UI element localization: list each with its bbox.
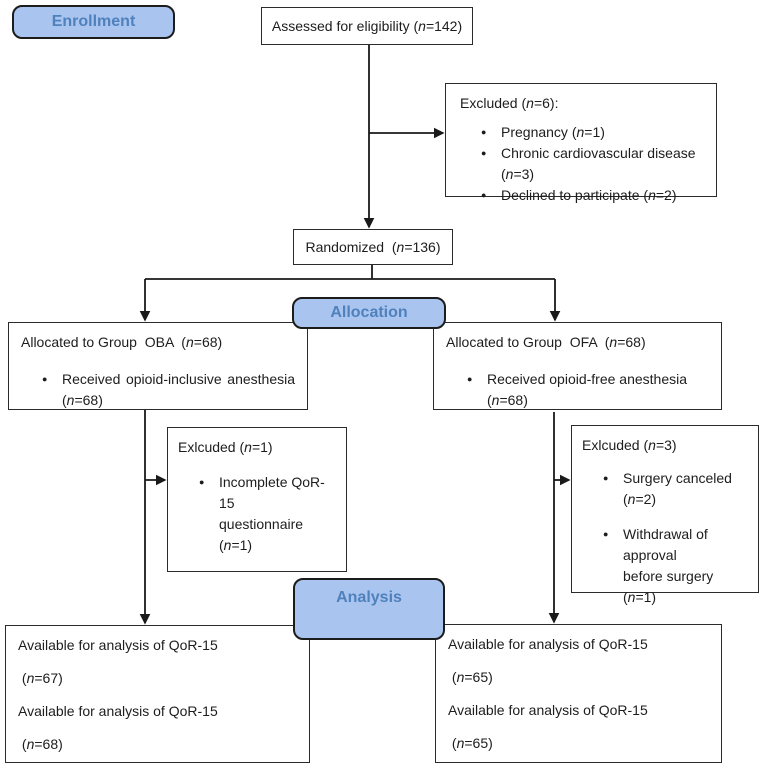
randomized-text: Randomized (n=136) [305, 238, 441, 255]
bullet-icon: ● [481, 148, 487, 158]
list-item: ● Received opioid-free anesthesia (n=68) [446, 369, 709, 411]
bullet-icon: ● [481, 190, 487, 200]
analysis-left-box: Available for analysis of QoR-15 (n=67) … [5, 625, 310, 763]
excluded-right-item-2-line-1: Withdrawal of approval [623, 526, 712, 563]
analysis-left-line-3: Available for analysis of QoR-15 [18, 703, 218, 719]
analysis-right-line-1: Available for analysis of QoR-15 [448, 636, 648, 652]
excluded-top-box: Excluded (n=6): ● Pregnancy (n=1) ● Chro… [445, 83, 717, 203]
list-item: ● Declined to participate (n=2) [460, 185, 704, 206]
bullet-icon: ● [603, 529, 609, 539]
bullet-icon: ● [199, 477, 205, 487]
excluded-left-item-line-1: Incomplete QoR-15 [219, 474, 325, 511]
bullet-icon: ● [481, 127, 487, 137]
analysis-left-line-1: Available for analysis of QoR-15 [18, 637, 218, 653]
list-item: ● Surgery canceled (n=2) [582, 468, 746, 510]
excluded-top-item-3: Declined to participate (n=2) [501, 187, 677, 203]
allocated-ofa-title: Allocated to Group OFA (n=68) [446, 334, 646, 350]
bullet-icon: ● [603, 473, 609, 483]
excluded-top-item-1: Pregnancy (n=1) [501, 124, 605, 140]
excluded-left-box: Exlcuded (n=1) ● Incomplete QoR-15 quest… [167, 427, 347, 572]
list-item: ● Received opioid-inclusive anesthesia (… [21, 369, 295, 411]
bullet-icon: ● [467, 374, 473, 384]
excluded-top-title: Excluded (n=6): [460, 95, 559, 111]
analysis-left-line-2: (n=67) [18, 670, 63, 686]
list-item: ● Withdrawal of approval before surgery … [582, 524, 746, 608]
analysis-badge: Analysis [293, 578, 445, 640]
excluded-left-item-line-2: questionnaire (n=1) [219, 516, 307, 553]
allocated-ofa-box: Allocated to Group OFA (n=68) ● Received… [433, 322, 722, 410]
list-item: ● Pregnancy (n=1) [460, 122, 704, 143]
analysis-right-line-2: (n=65) [448, 669, 493, 685]
analysis-right-line-3: Available for analysis of QoR-15 [448, 702, 648, 718]
analysis-left-line-4: (n=68) [18, 736, 63, 752]
list-item: ● Chronic cardiovascular disease (n=3) [460, 143, 704, 185]
allocated-oba-title: Allocated to Group OBA (n=68) [21, 334, 223, 350]
ofa-item-line-1: Received opioid-free anesthesia (n=68) [487, 371, 691, 408]
excluded-top-item-2: Chronic cardiovascular disease (n=3) [501, 145, 700, 182]
excluded-right-item-2-line-2: before surgery (n=1) [623, 568, 722, 605]
excluded-right-title: Exlcuded (n=3) [582, 437, 677, 453]
allocation-badge: Allocation [292, 297, 446, 329]
randomized-box: Randomized (n=136) [293, 229, 453, 265]
bullet-icon: ● [42, 374, 48, 384]
oba-item-line-1: Received opioid-inclusive anesthesia [62, 371, 295, 387]
assessed-text: Assessed for eligibility (n=142) [271, 17, 463, 34]
assessed-box: Assessed for eligibility (n=142) [261, 7, 473, 45]
excluded-left-title: Exlcuded (n=1) [178, 439, 273, 455]
analysis-right-box: Available for analysis of QoR-15 (n=65) … [435, 624, 722, 763]
excluded-right-box: Exlcuded (n=3) ● Surgery canceled (n=2) … [571, 425, 759, 605]
allocated-oba-box: Allocated to Group OBA (n=68) ● Received… [8, 322, 308, 410]
excluded-right-item-1: Surgery canceled (n=2) [623, 470, 736, 507]
oba-item-line-2: (n=68) [62, 392, 103, 408]
list-item: ● Incomplete QoR-15 questionnaire (n=1) [178, 472, 334, 556]
analysis-right-line-4: (n=65) [448, 735, 493, 751]
enrollment-badge: Enrollment [12, 5, 175, 39]
